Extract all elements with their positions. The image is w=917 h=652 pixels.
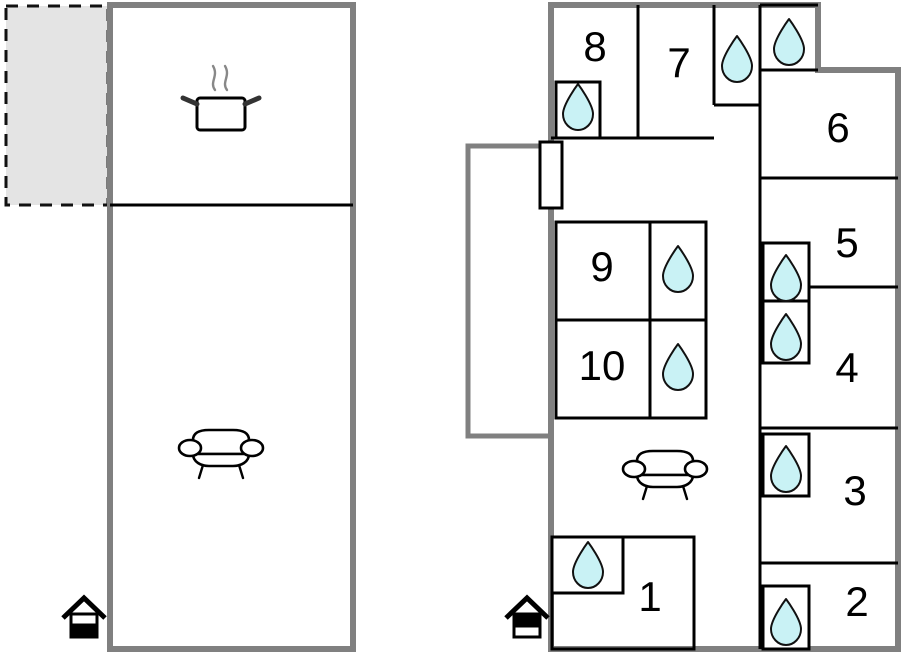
sofa-icon — [177, 428, 265, 480]
upper-floor-plan: 8 7 9 10 1 — [465, 2, 901, 652]
water-drop-icon-room6 — [773, 18, 805, 66]
room-number-4: 4 — [835, 344, 858, 391]
house-entrance-icon-upper-filled — [504, 594, 550, 639]
room-number-9: 9 — [590, 243, 613, 290]
room-number-8: 8 — [583, 23, 606, 70]
ground-floor-outer-wall — [107, 2, 356, 652]
door-icon — [538, 140, 564, 210]
sofa-icon — [621, 449, 709, 501]
room-number-5: 5 — [835, 219, 858, 266]
room-number-7: 7 — [667, 39, 690, 86]
room-number-1: 1 — [638, 573, 661, 620]
room-number-3: 3 — [843, 467, 866, 514]
room-number-10: 10 — [579, 342, 626, 389]
water-drop-icon-room9 — [662, 245, 694, 293]
cooking-pot-icon — [180, 64, 262, 132]
terrace — [4, 4, 110, 207]
room-number-6: 6 — [826, 104, 849, 151]
balcony-outline — [465, 143, 551, 439]
room-number-2: 2 — [845, 578, 868, 625]
house-entrance-icon-lower-filled — [61, 594, 107, 639]
water-drop-icon-room10 — [662, 343, 694, 391]
water-drop-icon-room7 — [721, 35, 753, 83]
ground-floor-plan — [4, 2, 356, 652]
